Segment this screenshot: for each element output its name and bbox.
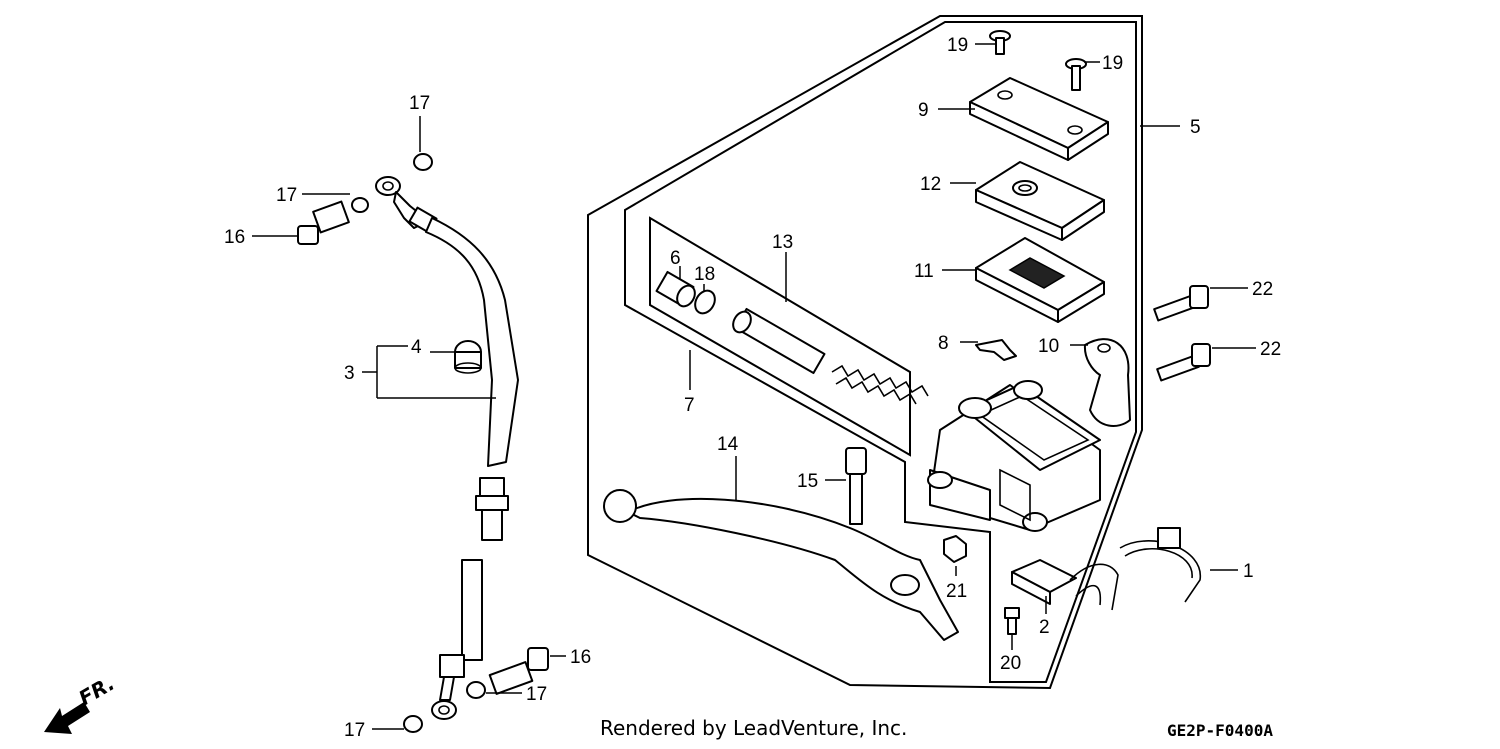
callout-9: 9 [918,100,929,121]
oil-bolt-lower [488,647,549,695]
master-cylinder-body-frame [624,21,1137,683]
callout-16-upper: 16 [224,227,245,248]
front-direction-arrow-icon: FR. [44,671,119,734]
sealing-washer-upper-b [413,153,433,171]
callout-20: 20 [1000,653,1021,674]
callout-17-top: 17 [409,93,430,114]
callout-7: 7 [684,395,695,416]
spring [831,364,929,405]
callout-17-lower-right: 17 [526,684,547,705]
leader-lines [252,43,1256,730]
holder [1083,338,1131,427]
callout-3: 3 [344,363,355,384]
oil-bolt-upper [297,200,350,245]
callout-22-lower: 22 [1260,339,1281,360]
callout-16-lower: 16 [570,647,591,668]
front-brake-light-switch [1011,559,1119,611]
circlip [694,289,716,315]
brake-hose [375,176,519,720]
callout-19-top-left: 19 [947,35,968,56]
master-cylinder-assembly-frame [587,15,1143,690]
callout-19-top-right: 19 [1102,53,1123,74]
sealing-washer-lower-b [403,715,423,733]
screw-19-right [1065,58,1087,91]
callout-13: 13 [772,232,793,253]
callout-2: 2 [1039,617,1050,638]
callout-17-bottom: 17 [344,720,365,741]
callout-5: 5 [1190,117,1201,138]
callout-4: 4 [411,337,422,358]
callout-1: 1 [1243,561,1254,582]
hose-clamp [454,340,482,374]
callout-22-upper: 22 [1252,279,1273,300]
switch-stay [975,339,1017,361]
callout-15: 15 [797,471,818,492]
piston [732,307,826,375]
callout-8: 8 [938,333,949,354]
diaphragm-plate [975,161,1105,241]
sealing-washer-lower-a [466,681,486,699]
callout-11: 11 [914,261,934,282]
holder-bolt-lower [1156,343,1211,382]
piston-set-frame [649,216,911,457]
callout-10: 10 [1038,336,1059,357]
diagram-code: GE2P-F0400A [1167,721,1273,740]
brake-lever [603,489,959,641]
holder-bolt-upper [1153,285,1209,322]
switch-screw [1004,607,1020,635]
callout-14: 14 [717,434,739,455]
switch-wire-harness [1119,527,1201,603]
credit-line: Rendered by LeadVenture, Inc. [600,716,908,740]
lever-pivot-nut [943,535,967,563]
boot [655,270,696,308]
callout-labels: 19 19 9 5 12 11 13 6 18 22 22 8 10 7 14 … [224,35,1281,741]
master-cylinder-body [927,380,1101,532]
callout-17-upper-left: 17 [276,185,297,206]
callout-6: 6 [670,248,681,269]
sealing-washer-upper-a [351,197,369,213]
reservoir-cap [969,77,1109,161]
callout-12: 12 [920,174,941,195]
callout-18: 18 [694,264,715,285]
callout-21: 21 [946,581,967,602]
screw-19-left [989,30,1011,55]
lever-pivot-bolt [845,447,867,525]
diaphragm [975,237,1105,323]
